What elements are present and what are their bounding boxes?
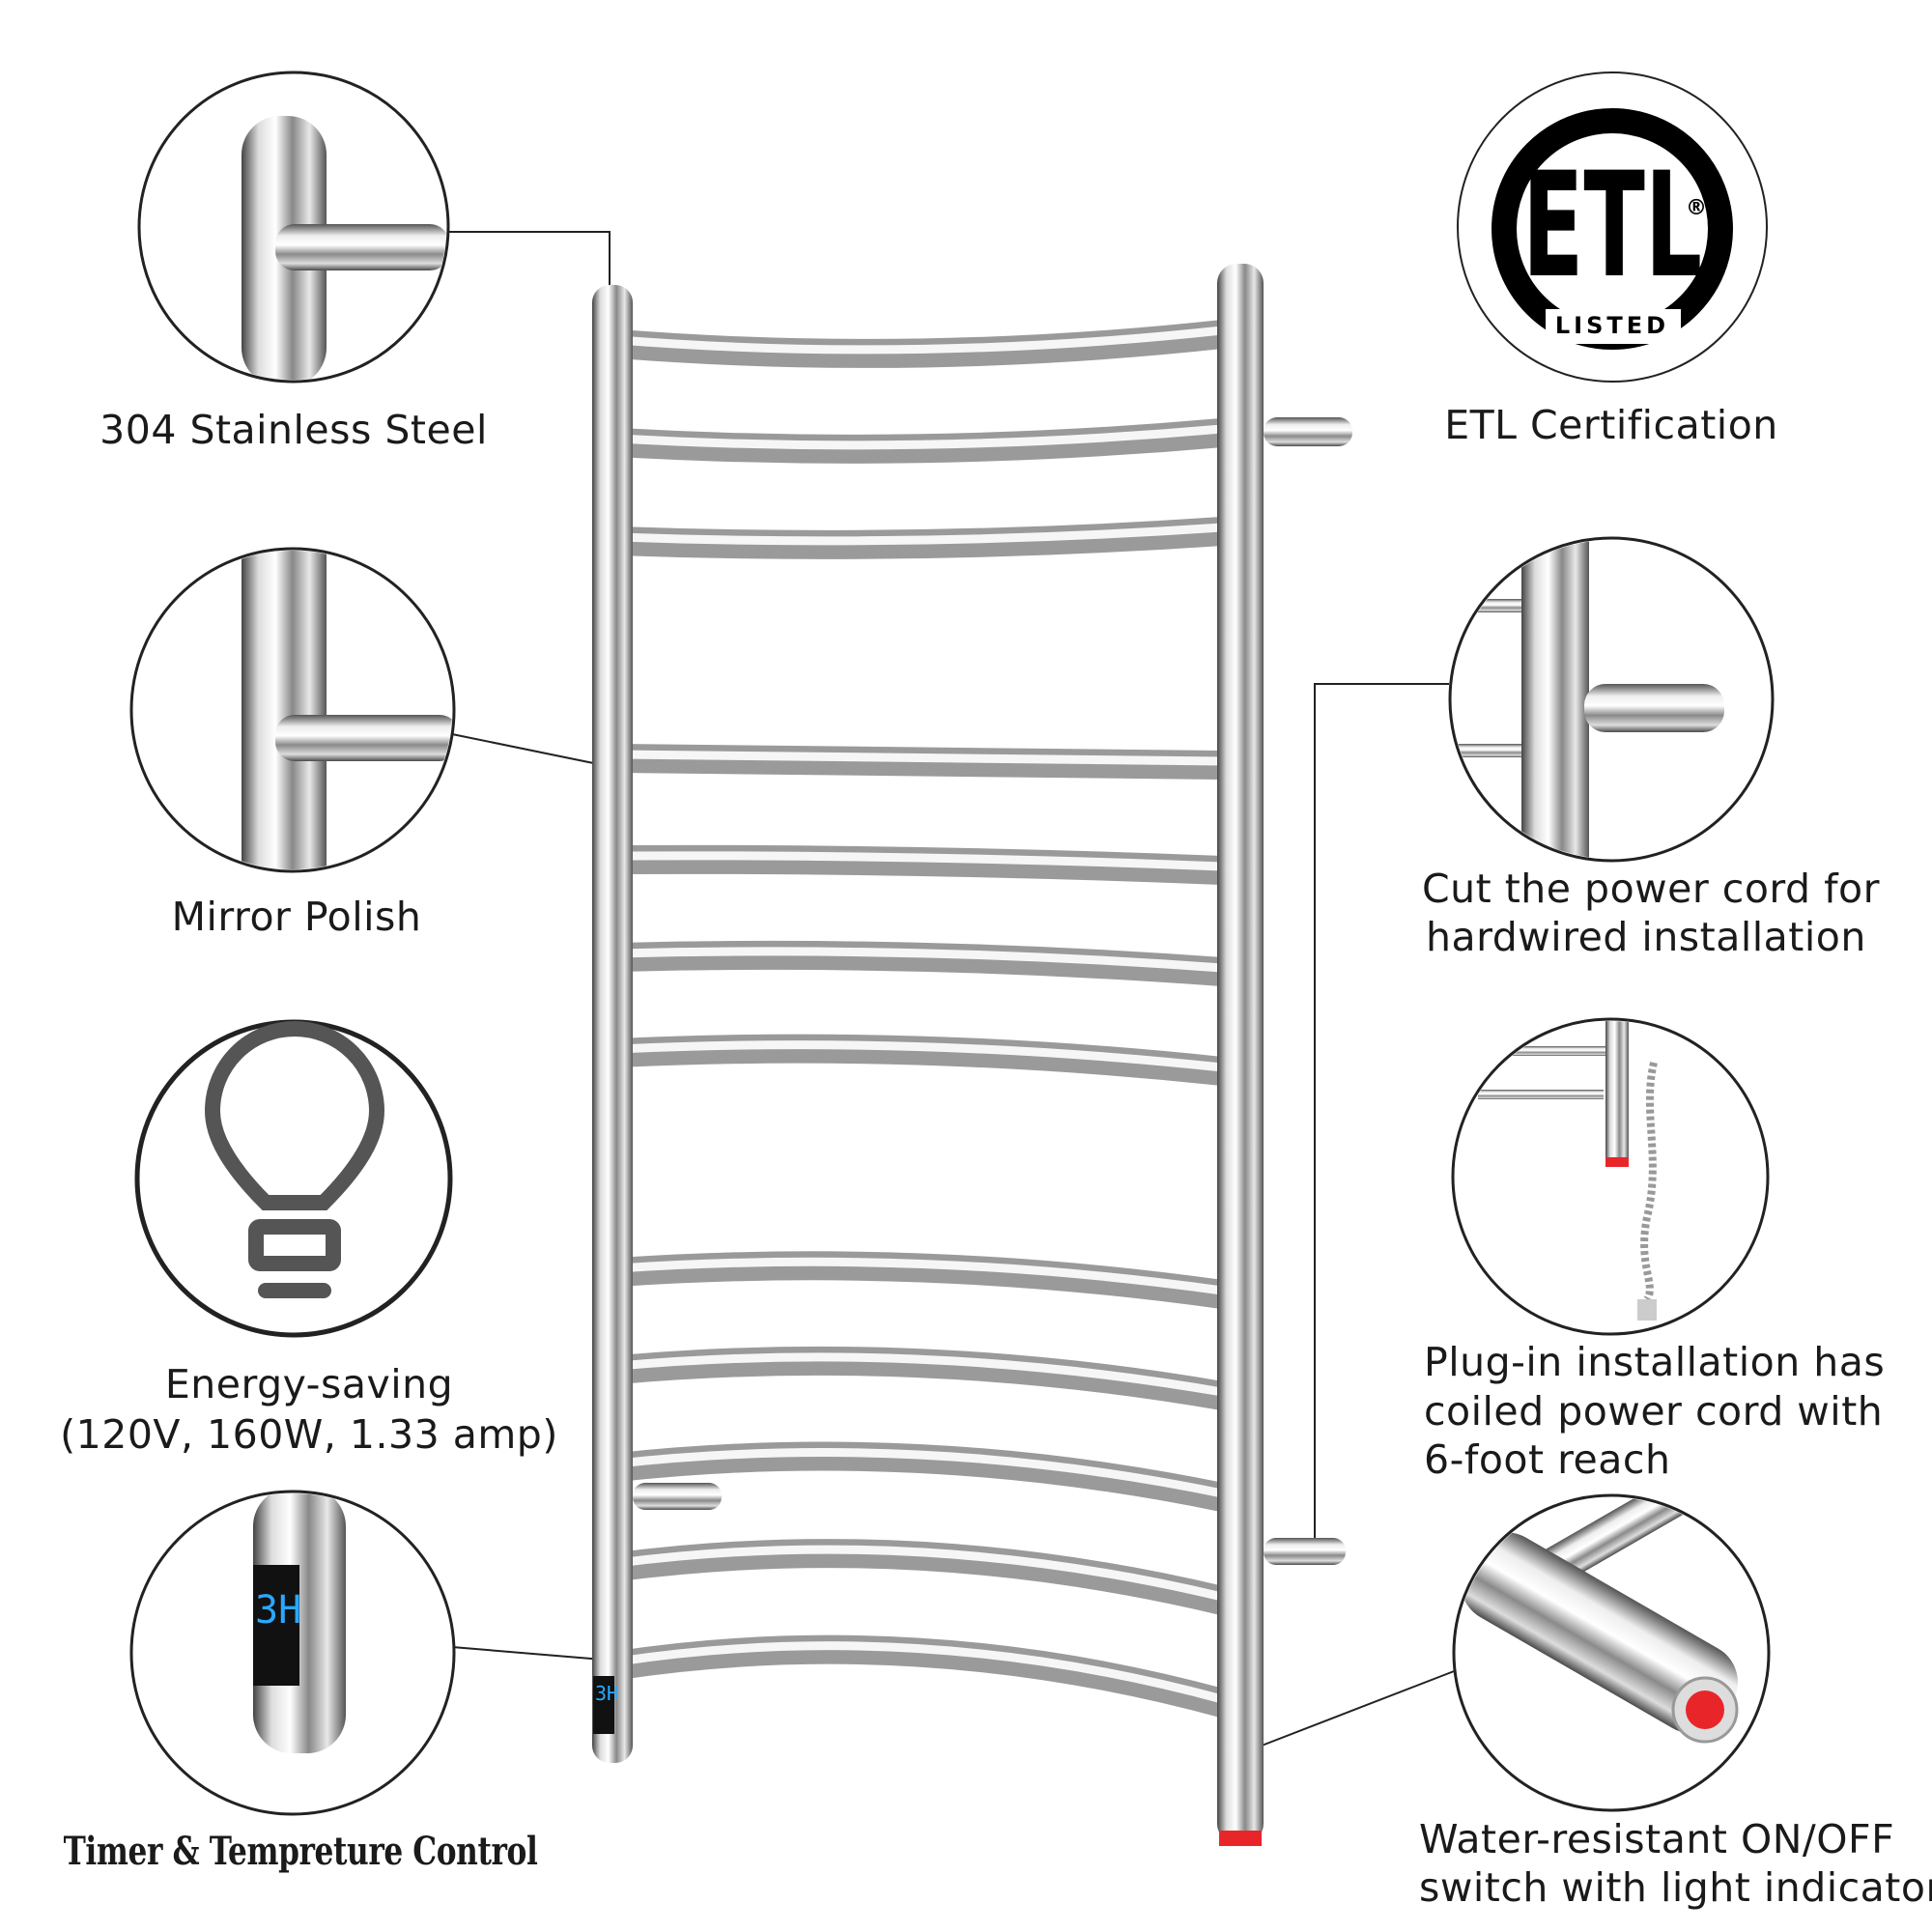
hardwired-closeup	[1452, 541, 1724, 859]
wall-mount-left	[633, 1483, 722, 1510]
feature-label-mirror: Mirror Polish	[171, 894, 422, 940]
switch-closeup	[1461, 1497, 1739, 1744]
feature-label-stainless: 304 Stainless Steel	[99, 407, 488, 453]
control-display	[593, 1676, 614, 1734]
towel-bars	[604, 320, 1236, 1718]
feature-label-plugin-3: 6-foot reach	[1424, 1436, 1671, 1483]
leader-lines	[448, 231, 1463, 1753]
plugin-closeup	[1478, 1021, 1658, 1321]
right-post	[1217, 264, 1264, 1843]
feature-label-etl: ETL Certification	[1444, 402, 1778, 448]
svg-text:®: ®	[1686, 196, 1707, 220]
towel-bar-highlight	[617, 1257, 1223, 1295]
mirror-closeup	[242, 551, 452, 869]
timer-closeup: 3H	[253, 1493, 346, 1753]
towel-bar-highlight	[617, 1448, 1223, 1498]
lightbulb-icon	[204, 1021, 385, 1298]
feature-label-energy: Energy-saving	[164, 1361, 454, 1407]
svg-text:LISTED: LISTED	[1555, 312, 1669, 339]
towel-bar-highlight	[617, 750, 1223, 766]
svg-text:ETL: ETL	[1522, 142, 1702, 310]
feature-label-timer: Timer & Tempreture Control	[63, 1829, 538, 1874]
towel-bar-highlight	[617, 851, 1223, 871]
towel-bar-highlight	[617, 424, 1223, 450]
power-switch-indicator	[1219, 1831, 1262, 1846]
towel-bar-highlight	[617, 1352, 1223, 1397]
towel-bar-highlight	[617, 1641, 1224, 1704]
towel-bar-highlight	[617, 1040, 1223, 1072]
towel-bar-highlight	[617, 326, 1223, 355]
feature-label-plugin-2: coiled power cord with	[1424, 1388, 1884, 1435]
feature-label-switch-2: switch with light indicator	[1419, 1864, 1932, 1911]
feature-label-plugin-1: Plug-in installation has	[1424, 1339, 1886, 1385]
display-readout-small: 3H	[595, 1682, 618, 1705]
display-readout: 3H	[255, 1588, 301, 1633]
wall-mount-top	[1264, 417, 1352, 446]
feature-label-energy-specs: (120V, 160W, 1.33 amp)	[60, 1411, 558, 1458]
towel-bar-highlight	[617, 947, 1223, 973]
feature-label-hardwired-1: Cut the power cord for	[1422, 866, 1880, 912]
towel-bar-highlight	[617, 523, 1223, 546]
towel-bar-highlight	[617, 1545, 1224, 1602]
wall-mount-bottom	[1264, 1538, 1346, 1565]
feature-label-switch-1: Water-resistant ON/OFF	[1419, 1816, 1895, 1862]
stainless-closeup	[242, 116, 446, 380]
left-post	[592, 285, 633, 1763]
feature-label-hardwired-2: hardwired installation	[1426, 914, 1866, 960]
etl-logo: ETL LISTED ®	[1492, 108, 1733, 350]
